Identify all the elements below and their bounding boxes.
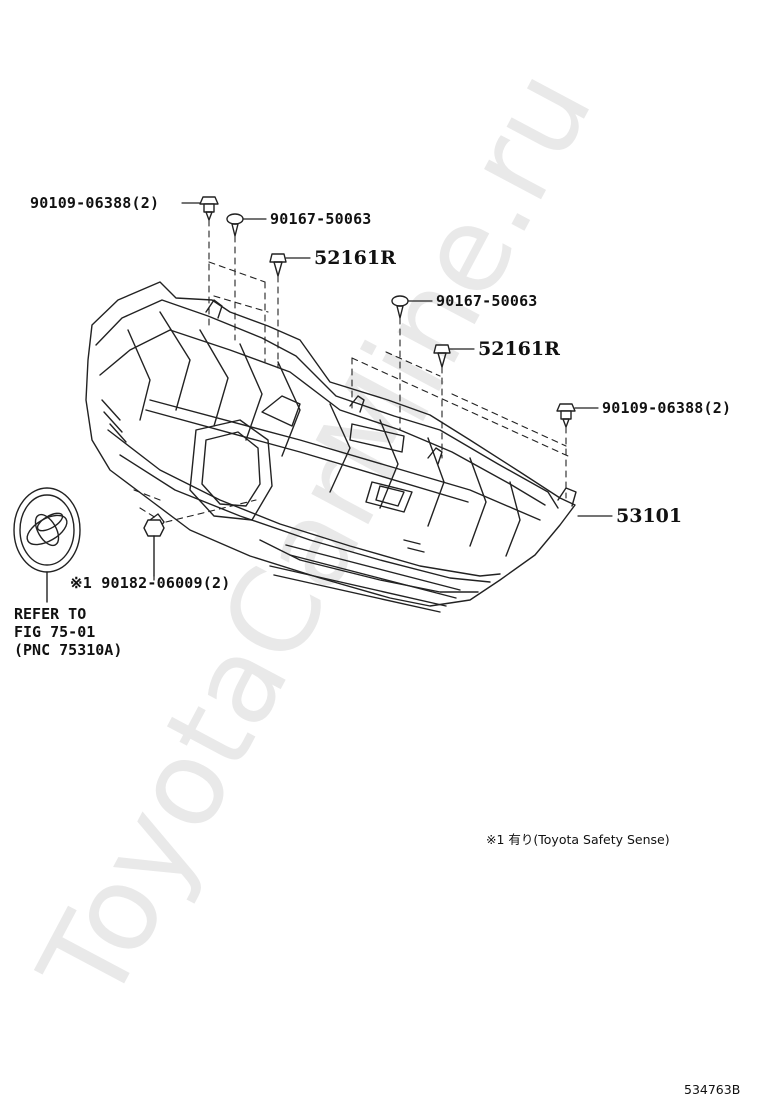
callout-90182-06009[interactable]: ※1 90182-06009(2) [70, 574, 231, 592]
reference-note[interactable]: REFER TO FIG 75-01 (PNC 75310A) [14, 605, 122, 659]
callout-90109-06388-left[interactable]: 90109-06388(2) [30, 194, 160, 212]
figure-number: 534763B [684, 1082, 741, 1097]
clip-52161r-right [433, 344, 451, 368]
leader-lines [153, 202, 613, 581]
nut-90182 [143, 519, 165, 577]
callout-90167-50063-right[interactable]: 90167-50063 [436, 292, 538, 310]
callout-52161r-right[interactable]: 52161R [478, 338, 560, 360]
reference-line-3: (PNC 75310A) [14, 641, 123, 659]
assembly-dashed-lines [133, 219, 569, 523]
screw-90167-right [391, 295, 409, 319]
reference-line-1: REFER TO [14, 605, 87, 623]
callout-52161r-left[interactable]: 52161R [314, 247, 396, 269]
bolt-90109-right [556, 403, 576, 428]
callout-53101[interactable]: 53101 [616, 505, 683, 527]
clip-52161r-left [269, 253, 287, 277]
bolt-90109-left [199, 196, 219, 221]
radiator-grille [85, 281, 577, 613]
reference-line-2: FIG 75-01 [14, 623, 96, 641]
screw-90167-left [226, 213, 244, 237]
footnote: ※1 有り(Toyota Safety Sense) [486, 832, 670, 847]
callout-90167-50063-left[interactable]: 90167-50063 [270, 210, 372, 228]
toyota-emblem [13, 487, 81, 603]
callout-90109-06388-right[interactable]: 90109-06388(2) [602, 399, 732, 417]
